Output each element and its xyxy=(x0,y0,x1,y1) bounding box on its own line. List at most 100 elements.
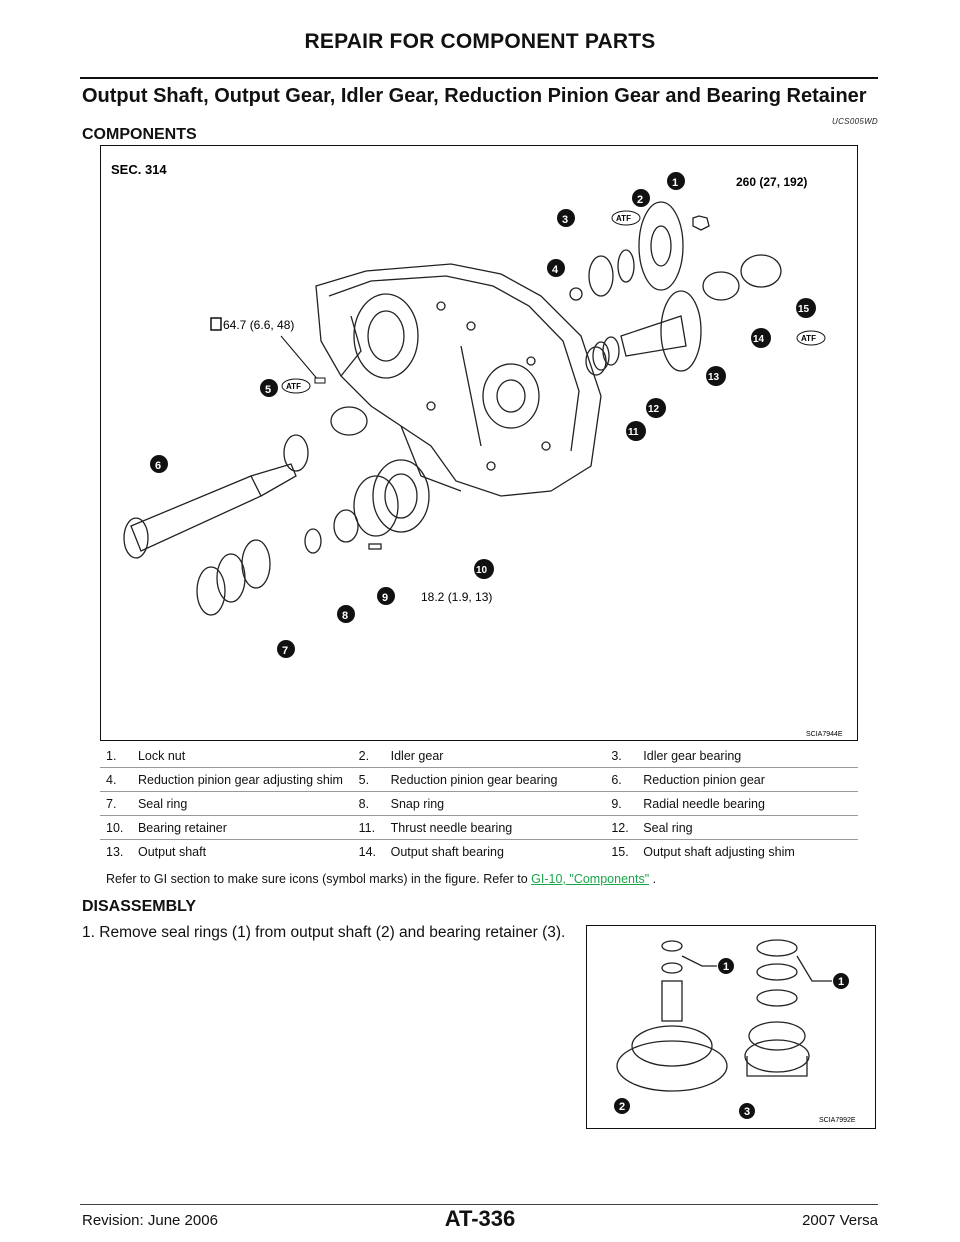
torque-1-label: 260 (27, 192) xyxy=(736,175,807,189)
part-name: Output shaft adjusting shim xyxy=(637,839,858,863)
part-number: 8. xyxy=(352,791,385,816)
svg-text:1: 1 xyxy=(672,177,678,189)
svg-text:2: 2 xyxy=(619,1101,625,1113)
part-number: 10. xyxy=(100,815,132,840)
reduction-pinion-shaft-illustration xyxy=(123,406,368,559)
callout-1: 1 xyxy=(667,172,685,190)
torque-wrench-icon xyxy=(210,317,222,331)
footer-revision: Revision: June 2006 xyxy=(82,1212,218,1229)
part-name: Seal ring xyxy=(131,791,353,816)
svg-text:ATF: ATF xyxy=(286,382,301,391)
components-heading: COMPONENTS xyxy=(82,126,197,143)
transaxle-case-illustration xyxy=(315,263,602,497)
part-number: 6. xyxy=(605,767,638,792)
seal-ring-removal-diagram: 1 1 2 3 SCIA7992E xyxy=(614,939,856,1124)
part-number: 4. xyxy=(100,767,132,792)
svg-text:3: 3 xyxy=(744,1106,750,1118)
svg-text:12: 12 xyxy=(648,404,660,415)
part-name: Bearing retainer xyxy=(131,815,353,840)
page-header-title: REPAIR FOR COMPONENT PARTS xyxy=(304,30,656,53)
part-name: Lock nut xyxy=(137,749,186,763)
svg-text:15: 15 xyxy=(798,304,810,315)
part-name: Seal ring xyxy=(637,815,858,840)
reference-suffix: . xyxy=(652,872,657,886)
header-divider xyxy=(80,77,878,79)
callout-6: 6 xyxy=(150,455,168,473)
callout-numbers: 1 260 (27, 192) 2 3 4 5 6 7 8 9 10 11 12… xyxy=(150,172,816,658)
section-code: UCS005WD xyxy=(832,117,878,126)
svg-text:14: 14 xyxy=(753,334,765,345)
fig2-callout-2: 2 xyxy=(614,1098,630,1114)
part-name: Radial needle bearing xyxy=(637,791,858,816)
svg-text:4: 4 xyxy=(552,264,559,276)
part-name: Reduction pinion gear adjusting shim xyxy=(131,767,353,792)
part-name: Output shaft xyxy=(131,839,353,863)
part-number: 2. xyxy=(358,749,370,763)
part-name: Thrust needle bearing xyxy=(384,815,606,840)
svg-text:5: 5 xyxy=(265,384,271,396)
footer-divider xyxy=(80,1204,878,1205)
bearing-retainer-illustration xyxy=(304,459,430,554)
idler-gear-illustration xyxy=(569,201,710,301)
step-1: 1. Remove seal rings (1) from output sha… xyxy=(82,922,576,943)
svg-text:ATF: ATF xyxy=(616,214,631,223)
callout-5: 5 xyxy=(260,379,278,397)
svg-text:9: 9 xyxy=(382,592,388,604)
part-number: 11. xyxy=(352,815,385,840)
output-shaft-illustration xyxy=(585,254,782,376)
step-1-number: 1. xyxy=(82,924,95,941)
callout-10: 10 xyxy=(474,559,494,579)
part-number: 14. xyxy=(352,839,385,863)
figure2-code: SCIA7992E xyxy=(819,1117,856,1124)
part-number: 1. xyxy=(106,749,117,763)
callout-9: 9 xyxy=(377,587,395,605)
exploded-view-diagram: SEC. 314 64.7 (6.6, 48) xyxy=(111,162,843,738)
step-1-text: Remove seal rings (1) from output shaft … xyxy=(99,924,566,941)
part-name: Output shaft bearing xyxy=(384,839,606,863)
svg-text:11: 11 xyxy=(628,427,639,438)
bolt-illustration xyxy=(314,377,326,384)
svg-text:2: 2 xyxy=(637,194,643,206)
footer-page-number: AT-336 xyxy=(444,1206,516,1231)
part-name: Reduction pinion gear xyxy=(637,767,858,792)
part-name: Idler gear bearing xyxy=(643,749,742,763)
callout-12: 12 xyxy=(646,398,666,418)
section-title: Output Shaft, Output Gear, Idler Gear, R… xyxy=(82,85,867,107)
svg-text:3: 3 xyxy=(562,214,568,226)
part-number: 7. xyxy=(100,791,132,816)
disassembly-figure: 1 1 2 3 SCIA7992E xyxy=(586,925,876,1129)
part-number: 9. xyxy=(605,791,638,816)
part-name: Snap ring xyxy=(384,791,606,816)
reference-note: Refer to GI section to make sure icons (… xyxy=(106,872,656,886)
atf-badges: ATF ATF ATF xyxy=(281,210,826,394)
torque-10-label: 18.2 (1.9, 13) xyxy=(421,590,492,604)
part-name: Idler gear xyxy=(390,749,444,763)
reference-link[interactable]: GI-10, "Components" xyxy=(531,872,650,886)
callout-15: 15 xyxy=(796,298,816,318)
fig2-callout-3: 3 xyxy=(739,1103,755,1119)
fig2-callout-1b: 1 xyxy=(833,973,849,989)
seal-rings-illustration xyxy=(196,336,620,616)
part-number: 12. xyxy=(605,815,638,840)
components-figure: SEC. 314 64.7 (6.6, 48) xyxy=(100,145,858,741)
callout-3: 3 xyxy=(557,209,575,227)
torque-bolt-label: 64.7 (6.6, 48) xyxy=(223,318,294,332)
svg-text:7: 7 xyxy=(282,645,288,657)
reference-text: Refer to GI section to make sure icons (… xyxy=(106,872,528,886)
svg-text:13: 13 xyxy=(708,372,720,383)
callout-7: 7 xyxy=(277,640,295,658)
part-number: 13. xyxy=(100,839,132,863)
part-number: 5. xyxy=(352,767,385,792)
svg-text:6: 6 xyxy=(155,460,161,472)
sec-label: SEC. 314 xyxy=(111,162,167,177)
svg-text:10: 10 xyxy=(476,565,488,576)
callout-13: 13 xyxy=(706,366,726,386)
callout-4: 4 xyxy=(547,259,565,277)
callout-11: 11 xyxy=(626,421,646,441)
svg-text:1: 1 xyxy=(838,976,844,988)
svg-text:ATF: ATF xyxy=(801,334,816,343)
